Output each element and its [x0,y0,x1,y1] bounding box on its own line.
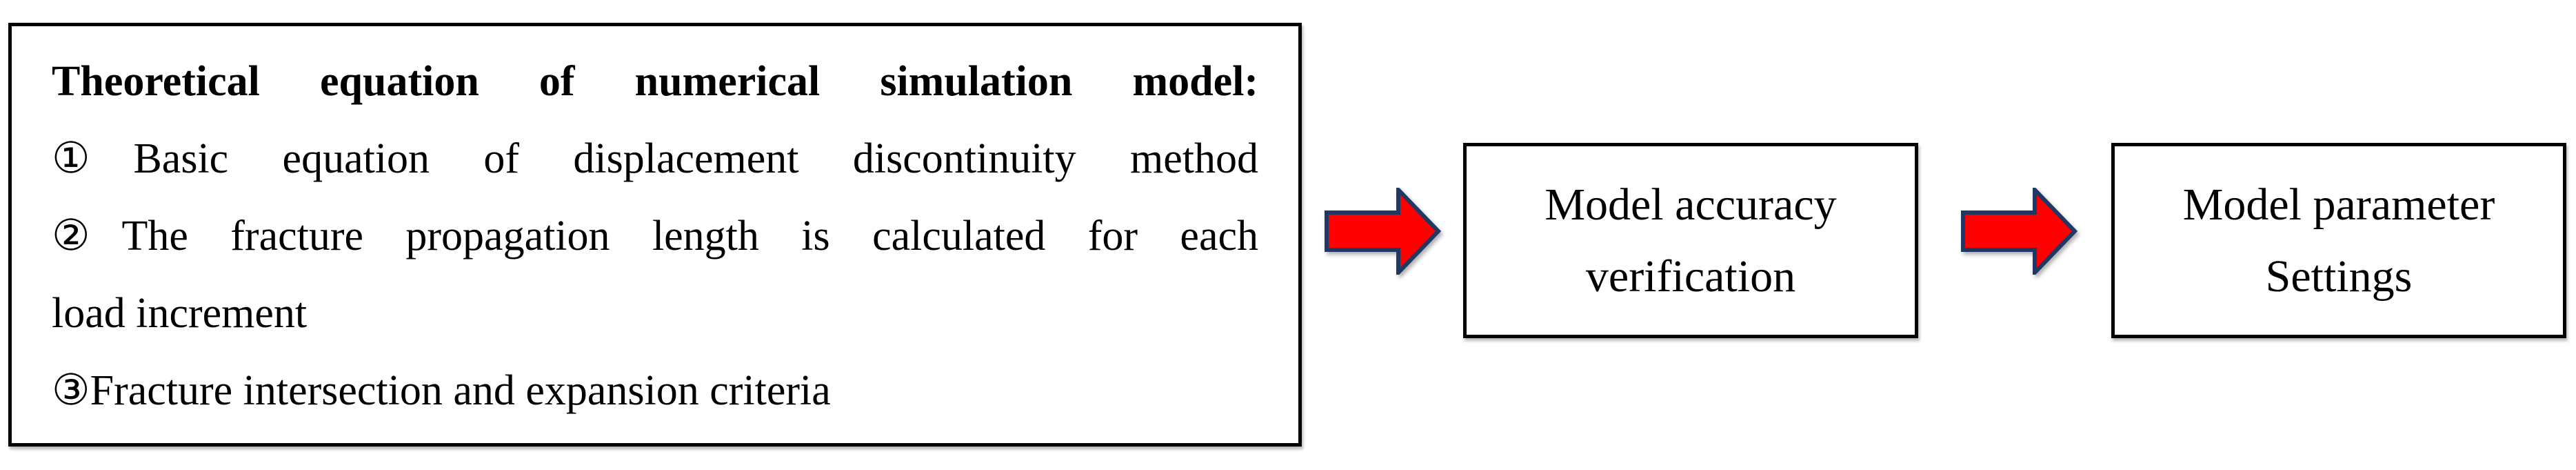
model-parameter-settings-box: Model parameter Settings [2111,143,2566,338]
theory-item-2-line-2: load increment [52,290,308,337]
flow-arrow-1-right-icon [1325,188,1441,275]
theory-box: Theoretical equation of numerical simula… [8,23,1302,447]
theory-box-title: Theoretical equation of numerical simula… [52,58,1258,105]
model-accuracy-verification-line-1: Model accuracy [1544,179,1837,230]
model-parameter-settings-line-2: Settings [2265,251,2413,302]
theory-item-1: ①Basic equation of displacement disconti… [52,135,1258,182]
arrow-shape [1327,190,1438,273]
model-accuracy-verification-box: Model accuracy verification [1463,143,1918,338]
model-parameter-settings-line-1: Model parameter [2182,179,2495,230]
arrow-outline [1325,188,1441,275]
theory-item-2-line-1: ②The fracture propagation length is calc… [52,213,1258,260]
arrow-shape [1963,190,2075,273]
flow-arrow-2-right-icon [1961,188,2077,275]
theory-item-3: ③Fracture intersection and expansion cri… [52,367,831,414]
model-accuracy-verification-line-2: verification [1585,251,1796,302]
arrow-outline [1961,188,2077,275]
